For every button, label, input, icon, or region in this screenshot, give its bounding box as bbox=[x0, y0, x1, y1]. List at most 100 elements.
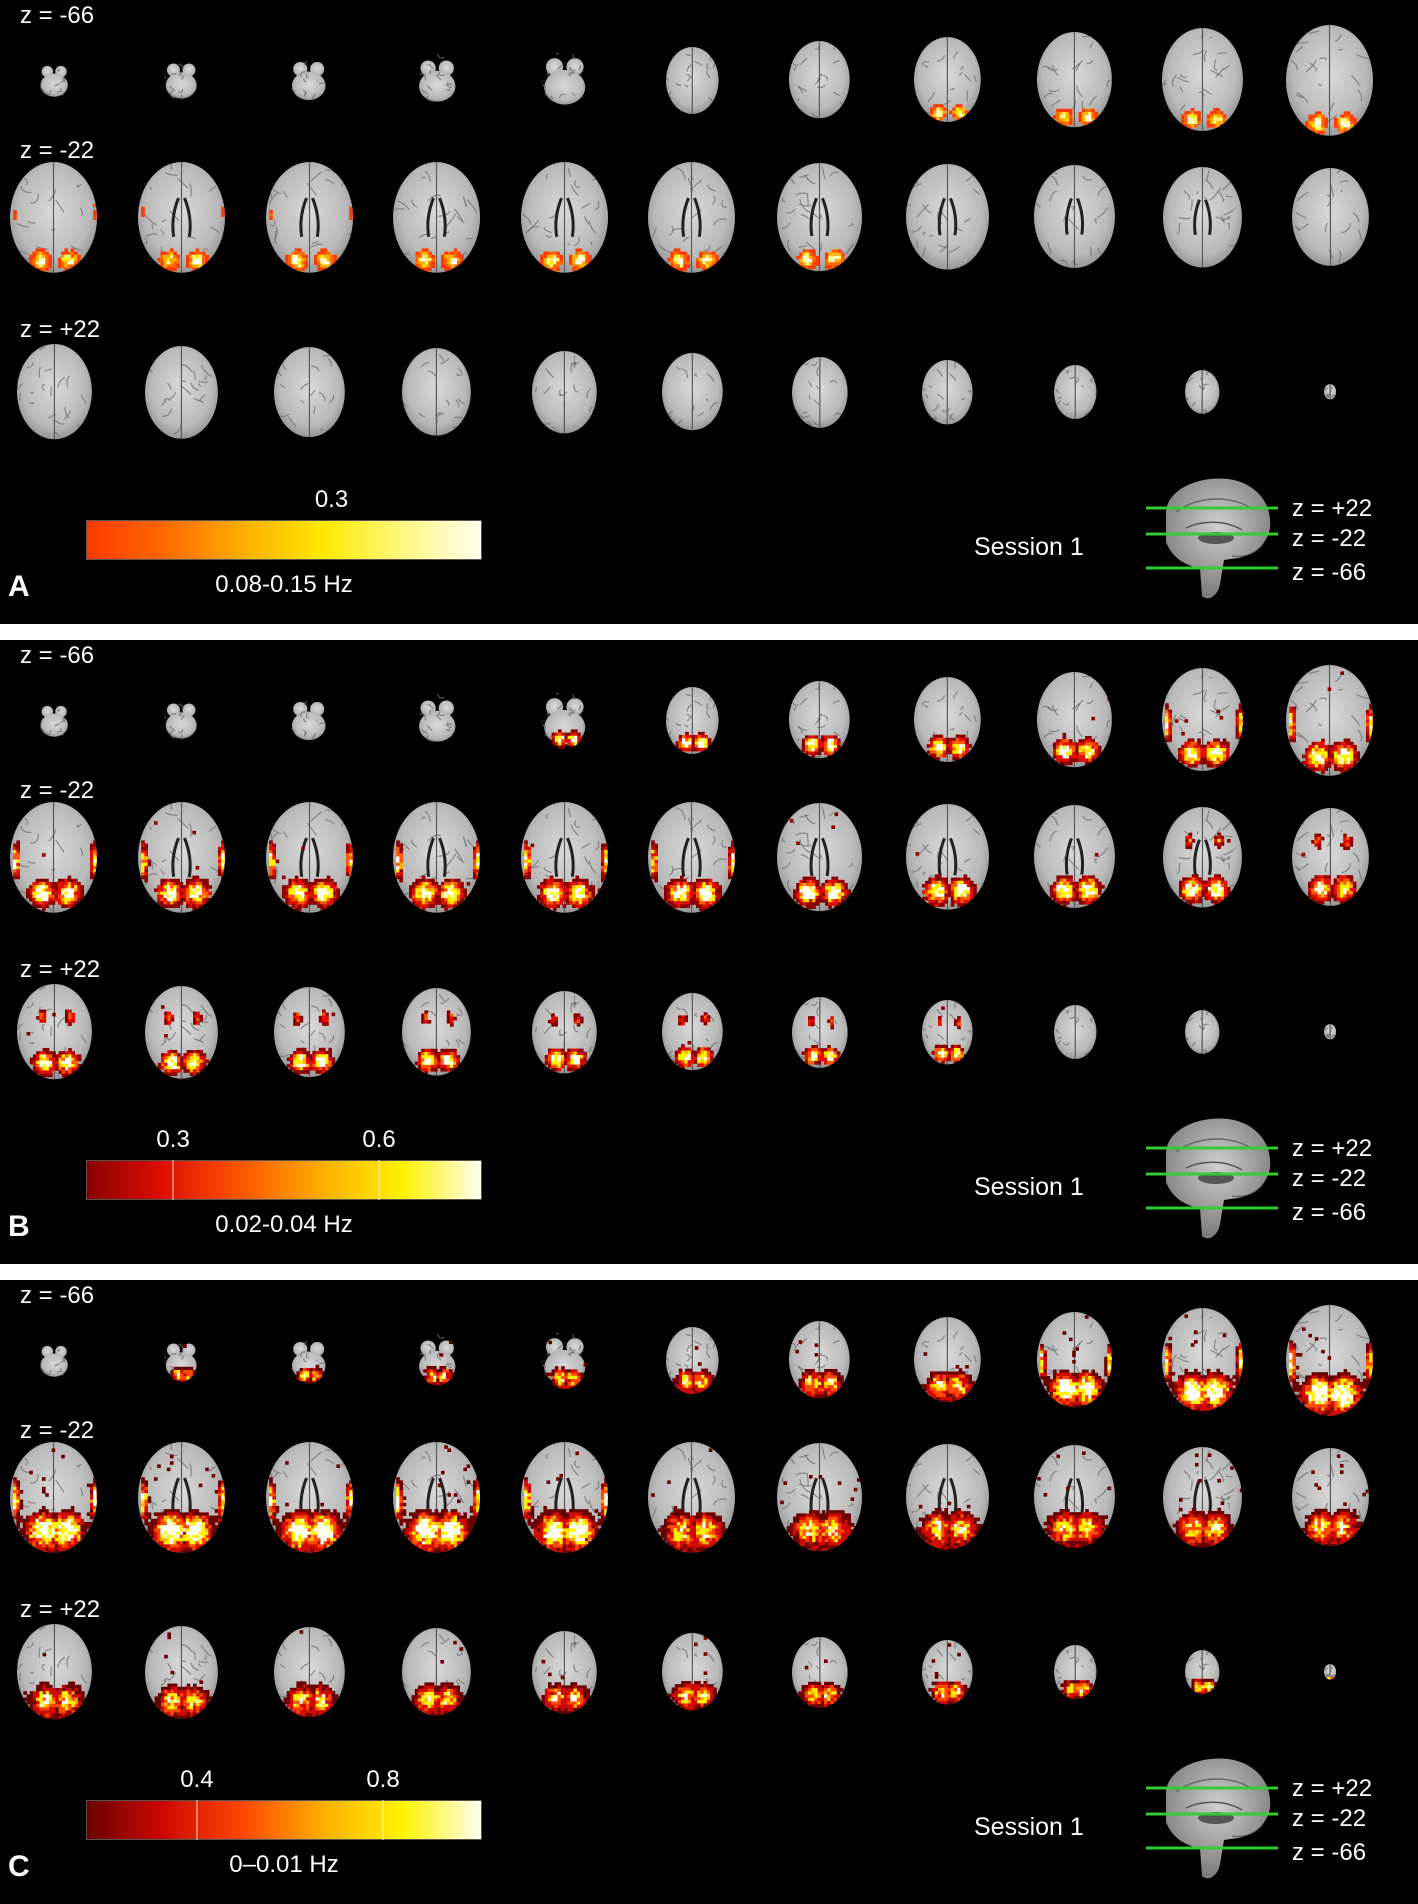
sagittal-z-label: z = +22 bbox=[1292, 497, 1372, 521]
panel-c: z = -66 z = -22 z = +22 bbox=[0, 1280, 1418, 1904]
brain-slice bbox=[902, 1440, 993, 1554]
brain-slice bbox=[1181, 366, 1223, 418]
row-z-label: z = -66 bbox=[20, 4, 94, 28]
brain-slice bbox=[389, 798, 484, 917]
brain-slice bbox=[6, 158, 101, 277]
brain-slice bbox=[1033, 668, 1116, 771]
brain-slice bbox=[785, 37, 854, 122]
brain-slice bbox=[262, 1438, 357, 1557]
brain-slice bbox=[1159, 163, 1246, 271]
brain-slice bbox=[141, 342, 222, 443]
colorbar-tick-mark bbox=[172, 1160, 174, 1200]
brain-slice bbox=[1159, 1443, 1246, 1551]
session-label: Session 1 bbox=[974, 1175, 1084, 1200]
brain-slice bbox=[1050, 1641, 1101, 1703]
frequency-range-label: 0.08-0.15 Hz bbox=[86, 573, 482, 597]
sagittal-z-label: z = -66 bbox=[1292, 1841, 1366, 1865]
brain-slice bbox=[35, 1337, 73, 1384]
sagittal-z-label: z = -66 bbox=[1292, 1201, 1366, 1225]
brain-slice bbox=[398, 984, 475, 1080]
brain-slice bbox=[785, 1317, 854, 1402]
brain-slice bbox=[1050, 1001, 1101, 1063]
sagittal-z-label: z = +22 bbox=[1292, 1777, 1372, 1801]
sagittal-reference-image bbox=[1146, 472, 1278, 617]
brain-slice bbox=[35, 57, 73, 104]
panel-letter: A bbox=[8, 572, 30, 602]
brain-slice bbox=[662, 43, 723, 118]
brain-slice bbox=[389, 1438, 484, 1557]
brain-slice bbox=[644, 798, 739, 917]
row-z-label: z = -66 bbox=[20, 644, 94, 668]
brain-slice bbox=[538, 687, 592, 753]
brain-slice bbox=[658, 1629, 727, 1714]
brain-slice bbox=[1158, 24, 1247, 135]
panel-letter: B bbox=[8, 1212, 30, 1242]
sagittal-z-label: z = -22 bbox=[1292, 1807, 1366, 1831]
brain-slice bbox=[1320, 1660, 1340, 1683]
brain-slice bbox=[413, 50, 461, 110]
brain-slice bbox=[528, 1627, 601, 1717]
brain-slice bbox=[1033, 28, 1116, 131]
brain-slice bbox=[1282, 1301, 1377, 1420]
colorbar-tick-mark bbox=[196, 1800, 198, 1840]
brain-slice bbox=[1030, 801, 1119, 912]
sagittal-z-label: z = -22 bbox=[1292, 1167, 1366, 1191]
brain-slice bbox=[788, 353, 852, 432]
sagittal-reference-image bbox=[1146, 1112, 1278, 1257]
brain-slice bbox=[262, 798, 357, 917]
brain-slice bbox=[413, 1330, 461, 1390]
frequency-range-label: 0.02-0.04 Hz bbox=[86, 1213, 482, 1237]
colorbar-tick-label: 0.6 bbox=[362, 1128, 395, 1152]
row-z-label: z = +22 bbox=[20, 318, 100, 342]
brain-slice bbox=[1158, 664, 1247, 775]
brain-slice bbox=[398, 344, 475, 440]
session-label: Session 1 bbox=[974, 535, 1084, 560]
row-z-label: z = +22 bbox=[20, 958, 100, 982]
brain-slice bbox=[528, 347, 601, 437]
brain-slice bbox=[13, 980, 96, 1083]
colorbar-tick-label: 0.4 bbox=[180, 1768, 213, 1792]
brain-slice bbox=[773, 159, 866, 275]
brain-slice bbox=[141, 982, 222, 1083]
sagittal-z-label: z = -66 bbox=[1292, 561, 1366, 585]
session-label: Session 1 bbox=[974, 1815, 1084, 1840]
brain-slice bbox=[1288, 804, 1373, 910]
brain-slice bbox=[1030, 1441, 1119, 1552]
brain-slice bbox=[141, 1622, 222, 1723]
sagittal-reference-image bbox=[1146, 1752, 1278, 1897]
brain-slice bbox=[788, 1633, 852, 1712]
brain-slice bbox=[134, 158, 229, 277]
brain-slice bbox=[910, 33, 985, 126]
brain-slice bbox=[413, 690, 461, 750]
brain-slice bbox=[13, 1620, 96, 1723]
sagittal-z-label: z = -22 bbox=[1292, 527, 1366, 551]
brain-slice bbox=[262, 158, 357, 277]
brain-slice bbox=[658, 989, 727, 1074]
brain-slice bbox=[773, 1439, 866, 1555]
colorbar-tick-mark bbox=[382, 1800, 384, 1840]
colorbar bbox=[86, 520, 482, 560]
brain-slice bbox=[662, 683, 723, 758]
brain-slice bbox=[1320, 1020, 1340, 1043]
brain-slice bbox=[389, 158, 484, 277]
brain-slice bbox=[1288, 1444, 1373, 1550]
row-z-label: z = -66 bbox=[20, 1284, 94, 1308]
brain-slice bbox=[160, 1334, 202, 1386]
brain-slice bbox=[662, 1323, 723, 1398]
brain-slice bbox=[6, 1438, 101, 1557]
brain-slice bbox=[918, 1636, 977, 1708]
brain-slice bbox=[1320, 380, 1340, 403]
brain-slice bbox=[517, 1438, 612, 1557]
brain-slice bbox=[1181, 1646, 1223, 1698]
panel-a: z = -66 z = -22 z = +22 bbox=[0, 0, 1418, 624]
colorbar bbox=[86, 1800, 482, 1840]
colorbar-tick-label: 0.3 bbox=[315, 488, 348, 512]
sagittal-z-label: z = +22 bbox=[1292, 1137, 1372, 1161]
brain-slice bbox=[160, 694, 202, 746]
colorbar-tick-mark bbox=[378, 1160, 380, 1200]
brain-slice bbox=[658, 349, 727, 434]
brain-slice bbox=[918, 996, 977, 1068]
colorbar-tick-label: 0.3 bbox=[156, 1128, 189, 1152]
row-z-label: z = +22 bbox=[20, 1598, 100, 1622]
frequency-range-label: 0–0.01 Hz bbox=[86, 1853, 482, 1877]
